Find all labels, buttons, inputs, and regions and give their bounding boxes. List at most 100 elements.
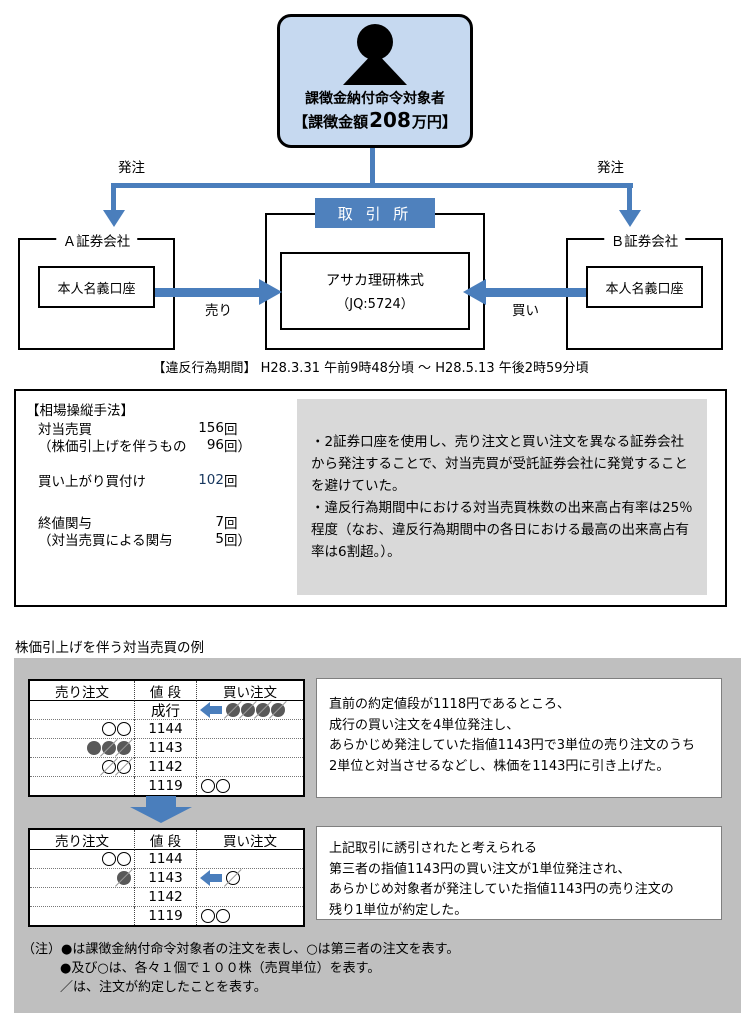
sell-label: 売り xyxy=(205,303,232,319)
table-header: 買い注文 xyxy=(196,681,303,701)
price-cell: 1143 xyxy=(134,739,196,758)
connector-vertical-top xyxy=(370,148,375,186)
sell-arrow-bar xyxy=(155,288,259,297)
person-icon-body xyxy=(343,51,407,85)
down-arrow-icon-between-tables xyxy=(146,796,176,807)
buy-orders-cell xyxy=(196,869,303,888)
third-party-order-circle xyxy=(215,909,230,923)
method-row: 買い上がり買付け 102 回 xyxy=(38,471,238,490)
surcharge-amount: 【課徴金額 208 万円】 xyxy=(293,108,457,132)
left-arrow-icon-buy xyxy=(463,279,486,305)
stock-box: アサカ理研株式 （JQ:5724） xyxy=(280,252,470,330)
buy-orders-cell xyxy=(196,758,303,777)
broker-a-account-box: 本人名義口座 xyxy=(38,266,155,308)
third-party-order-circle xyxy=(101,722,116,736)
order-book-row: 1119 xyxy=(30,777,303,795)
buy-orders-cell xyxy=(196,720,303,739)
order-book-row: 1144 xyxy=(30,720,303,739)
method-row-num: 96 xyxy=(206,437,224,453)
broker-a-box: Ａ証券会社 xyxy=(18,230,175,350)
connector-vertical-left xyxy=(111,186,116,211)
stock-name: アサカ理研株式 xyxy=(326,273,424,289)
order-book-row: 1142 xyxy=(30,758,303,777)
method-row-unit: 回） xyxy=(224,439,251,455)
buy-orders-cell xyxy=(196,739,303,758)
price-cell: 成行 xyxy=(134,701,196,720)
third-party-order-circle xyxy=(101,852,116,866)
table-header: 売り注文 xyxy=(30,830,134,850)
down-arrow-icon-left xyxy=(103,210,125,227)
order-book-row: 1143 xyxy=(30,739,303,758)
third-party-order-circle xyxy=(116,852,131,866)
method-box: 【相場操縦手法】 対当売買 156 回 （株価引上げを伴うもの 96 回） 買い… xyxy=(14,389,727,607)
method-row-label: 買い上がり買付け xyxy=(38,474,146,490)
method-title: 【相場操縦手法】 xyxy=(26,403,134,419)
method-row: 終値関与 7 回 xyxy=(38,513,238,532)
third-party-order-circle xyxy=(200,909,215,923)
price-cell: 1142 xyxy=(134,888,196,907)
subject-order-circle-executed xyxy=(116,741,131,755)
subject-role-label: 課徴金納付命令対象者 xyxy=(305,91,445,107)
buy-orders-cell xyxy=(196,701,303,720)
order-book-row: 1119 xyxy=(30,907,303,925)
buy-arrow-bar xyxy=(486,288,586,297)
footnote-line: ●及び○は、各々１個で１００株（売買単位）を表す。 xyxy=(60,961,381,976)
right-arrow-icon-sell xyxy=(259,279,282,305)
surcharge-amount-number: 208 xyxy=(369,108,411,132)
buy-orders-cell xyxy=(196,888,303,907)
order-book-row: 1144 xyxy=(30,850,303,869)
method-row-num: 7 xyxy=(215,514,224,530)
table-header: 値 段 xyxy=(134,830,196,850)
sell-orders-cell xyxy=(30,739,134,758)
table-header: 買い注文 xyxy=(196,830,303,850)
buy-orders-cell xyxy=(196,907,303,925)
table-header: 値 段 xyxy=(134,681,196,701)
sell-orders-cell xyxy=(30,720,134,739)
third-party-order-circle xyxy=(200,779,215,793)
method-row-label: 終値関与 xyxy=(38,516,92,532)
method-row-unit: 回 xyxy=(224,474,238,490)
price-cell: 1143 xyxy=(134,869,196,888)
example-description-1: 直前の約定値段が1118円であるところ、 成行の買い注文を4単位発注し、 あらか… xyxy=(316,678,722,798)
order-book-row: 1143 xyxy=(30,869,303,888)
down-arrow-icon-right xyxy=(619,210,641,227)
buy-orders-cell xyxy=(196,850,303,869)
price-cell: 1144 xyxy=(134,850,196,869)
footnote-line: ／は、注文が約定したことを表す。 xyxy=(60,980,267,995)
broker-b-name: Ｂ証券会社 xyxy=(603,230,686,250)
stock-code: （JQ:5724） xyxy=(336,297,414,312)
method-row: （対当売買による関与 5 回） xyxy=(38,530,251,549)
third-party-order-circle xyxy=(215,779,230,793)
example-title: 株価引上げを伴う対当売買の例 xyxy=(15,640,204,656)
subject-order-circle-executed xyxy=(225,703,240,717)
price-cell: 1119 xyxy=(134,907,196,925)
buy-orders-cell xyxy=(196,777,303,795)
method-row-unit: 回 xyxy=(224,422,238,438)
method-row-unit: 回） xyxy=(224,533,251,549)
table-header: 売り注文 xyxy=(30,681,134,701)
method-row: 対当売買 156 回 xyxy=(38,419,238,438)
order-book-row: 成行 xyxy=(30,701,303,720)
method-note: ・2証券口座を使用し、売り注文と買い注文を異なる証券会社から発注することで、対当… xyxy=(311,434,689,494)
method-row-num: 156 xyxy=(198,420,224,436)
order-label-right: 発注 xyxy=(597,160,624,176)
sell-orders-cell xyxy=(30,850,134,869)
broker-b-account-box: 本人名義口座 xyxy=(586,266,703,308)
violation-period: 【違反行為期間】 H28.3.31 午前9時48分頃 ～ H28.5.13 午後… xyxy=(152,361,589,376)
third-party-order-circle xyxy=(116,722,131,736)
example-description-2: 上記取引に誘引されたと考えられる 第三者の指値1143円の買い注文が1単位発注さ… xyxy=(316,826,722,920)
third-party-order-circle-executed xyxy=(101,760,116,774)
blue-left-arrow-icon xyxy=(200,870,223,886)
sell-orders-cell xyxy=(30,888,134,907)
sell-orders-cell xyxy=(30,701,134,720)
subject-order-circle-executed xyxy=(255,703,270,717)
buy-label: 買い xyxy=(512,303,539,319)
connector-vertical-right xyxy=(627,186,632,211)
footnote-line: （注）●は課徴金納付命令対象者の注文を表し、○は第三者の注文を表す。 xyxy=(22,942,460,957)
blue-left-arrow-icon xyxy=(200,702,223,718)
subject-box: 課徴金納付命令対象者 【課徴金額 208 万円】 xyxy=(277,14,473,148)
subject-order-circle-executed xyxy=(240,703,255,717)
